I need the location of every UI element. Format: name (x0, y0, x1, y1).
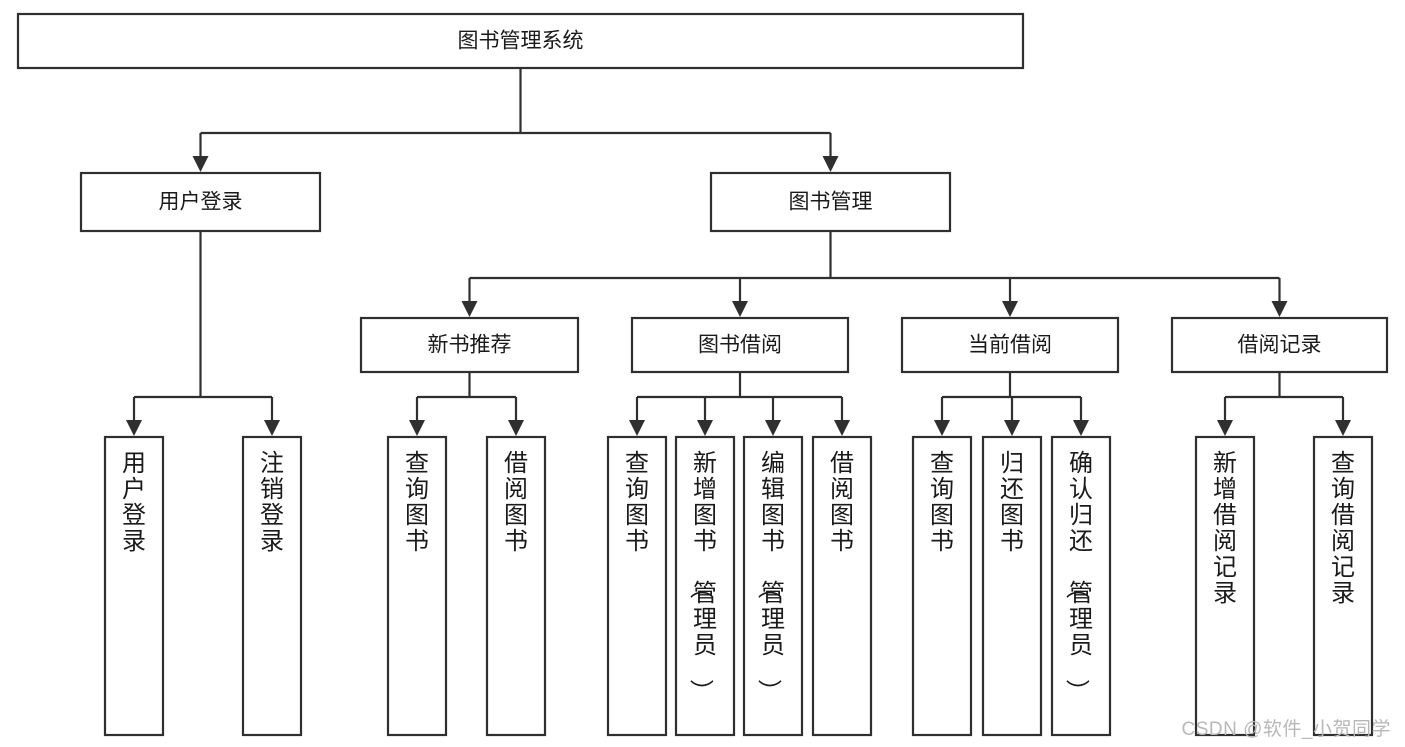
node-box-book-borrow (630, 316, 850, 374)
node-leaf-logout-login[interactable]: 注销登录 (241, 435, 303, 737)
connector-group-root (192, 68, 839, 172)
node-leaf-query-book-borrow[interactable]: 查询图书 (606, 435, 668, 737)
connector-arrow (461, 301, 478, 317)
node-box-leaf-return-book (981, 435, 1043, 737)
node-label-leaf-add-borrow-record: 新增借阅记录 (1213, 450, 1237, 607)
node-label-leaf-query-book-borrow: 查询图书 (625, 450, 649, 555)
watermark-text: CSDN @软件_小贺同学 (1181, 719, 1391, 740)
node-label-leaf-query-borrow-record: 查询借阅记录 (1331, 450, 1355, 607)
node-box-leaf-add-borrow-record (1194, 435, 1256, 737)
node-leaf-query-book-cur[interactable]: 查询图书 (911, 435, 973, 737)
node-box-leaf-add-book (674, 435, 736, 737)
node-leaf-confirm-return[interactable]: 确认归还（管理员） (1050, 435, 1112, 737)
node-box-leaf-logout-login (241, 435, 303, 737)
node-root[interactable]: 图书管理系统 (16, 12, 1025, 70)
node-label-leaf-query-book-cur: 查询图书 (930, 450, 954, 555)
node-leaf-borrow-book-rec[interactable]: 借阅图书 (485, 435, 547, 737)
node-box-leaf-query-book-rec (386, 435, 448, 737)
node-label-borrow-record: 借阅记录 (1238, 334, 1322, 357)
node-box-leaf-query-book-cur (911, 435, 973, 737)
connector-arrow (1004, 420, 1020, 436)
node-leaf-query-borrow-record[interactable]: 查询借阅记录 (1312, 435, 1374, 737)
node-box-book-manage (709, 171, 952, 233)
node-label-root: 图书管理系统 (458, 30, 584, 53)
node-label-leaf-add-book: 新增图书（管理员） (687, 450, 717, 703)
node-book-borrow[interactable]: 图书借阅 (630, 316, 850, 374)
connector-arrow (697, 420, 713, 436)
connector-layer (126, 68, 1351, 436)
node-label-leaf-borrow-book-rec: 借阅图书 (504, 450, 528, 555)
node-label-new-book-recommend: 新书推荐 (428, 334, 512, 357)
node-label-current-borrow: 当前借阅 (968, 334, 1052, 357)
node-box-leaf-borrow-book (811, 435, 873, 737)
node-box-current-borrow (900, 316, 1120, 374)
node-box-leaf-query-book-borrow (606, 435, 668, 737)
connector-arrow (409, 420, 425, 436)
connector-arrow (192, 156, 209, 172)
node-leaf-return-book[interactable]: 归还图书 (981, 435, 1043, 737)
connector-arrow (732, 301, 748, 317)
node-box-leaf-confirm-return (1050, 435, 1112, 737)
node-box-borrow-record (1170, 316, 1389, 374)
node-label-book-manage: 图书管理 (789, 191, 873, 214)
node-leaf-add-borrow-record[interactable]: 新增借阅记录 (1194, 435, 1256, 737)
connector-arrow (934, 420, 950, 436)
node-leaf-borrow-book[interactable]: 借阅图书 (811, 435, 873, 737)
node-label-leaf-user-login: 用户登录 (122, 450, 146, 555)
connector-arrow (765, 420, 781, 436)
node-label-leaf-return-book: 归还图书 (1000, 450, 1024, 555)
node-box-root (16, 12, 1025, 70)
node-label-leaf-logout-login: 注销登录 (260, 450, 284, 555)
node-book-manage[interactable]: 图书管理 (709, 171, 952, 233)
connector-group-book-borrow (629, 372, 850, 436)
node-label-leaf-borrow-book: 借阅图书 (830, 450, 854, 555)
node-label-book-borrow: 图书借阅 (698, 334, 782, 357)
connector-arrow (1073, 420, 1089, 436)
node-box-leaf-query-borrow-record (1312, 435, 1374, 737)
node-label-leaf-edit-book: 编辑图书（管理员） (755, 450, 785, 703)
connector-arrow (629, 420, 645, 436)
connector-group-new-book-recommend (409, 372, 524, 436)
node-label-user-login: 用户登录 (159, 191, 243, 214)
connector-arrow (834, 420, 850, 436)
connector-arrow (1335, 420, 1351, 436)
node-leaf-add-book[interactable]: 新增图书（管理员） (674, 435, 736, 737)
node-box-leaf-user-login (103, 435, 165, 737)
node-box-leaf-borrow-book-rec (485, 435, 547, 737)
node-label-leaf-query-book-rec: 查询图书 (405, 450, 429, 555)
connector-group-book-manage (461, 231, 1288, 317)
node-borrow-record[interactable]: 借阅记录 (1170, 316, 1389, 374)
node-label-leaf-confirm-return: 确认归还（管理员） (1063, 450, 1093, 703)
connector-group-user-login (126, 231, 280, 436)
node-box-new-book-recommend (359, 316, 580, 374)
node-leaf-edit-book[interactable]: 编辑图书（管理员） (742, 435, 804, 737)
node-leaf-user-login[interactable]: 用户登录 (103, 435, 165, 737)
node-layer: 图书管理系统用户登录图书管理新书推荐图书借阅当前借阅借阅记录用户登录注销登录查询… (16, 12, 1389, 737)
connector-arrow (1271, 301, 1288, 317)
node-leaf-query-book-rec[interactable]: 查询图书 (386, 435, 448, 737)
node-current-borrow[interactable]: 当前借阅 (900, 316, 1120, 374)
connector-group-current-borrow (934, 372, 1089, 436)
connector-group-borrow-record (1217, 372, 1351, 436)
connector-arrow (1217, 420, 1233, 436)
connector-arrow (508, 420, 524, 436)
node-user-login[interactable]: 用户登录 (79, 171, 322, 233)
node-new-book-recommend[interactable]: 新书推荐 (359, 316, 580, 374)
connector-arrow (822, 156, 839, 172)
node-box-leaf-edit-book (742, 435, 804, 737)
connector-arrow (126, 420, 142, 436)
node-box-user-login (79, 171, 322, 233)
connector-arrow (264, 420, 280, 436)
connector-arrow (1002, 301, 1018, 317)
